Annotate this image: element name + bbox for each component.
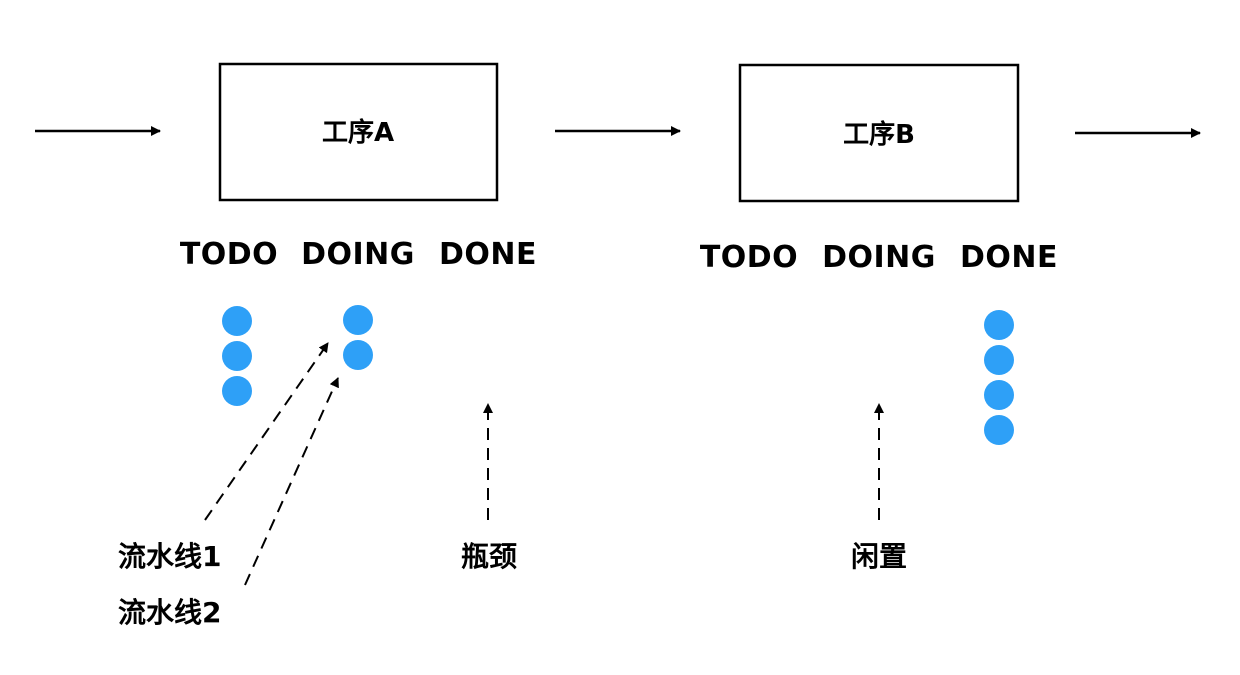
pipeline2-pointer-arrow xyxy=(244,377,339,586)
stage-a-doing-token xyxy=(343,340,373,370)
stage-a-doing-token xyxy=(343,305,373,335)
stage-b-done-tokens xyxy=(984,310,1014,445)
pipeline2-label: 流水线2 xyxy=(118,596,221,629)
stage-b-box xyxy=(738,63,1020,203)
stage-b-done-token xyxy=(984,380,1014,410)
pipeline1-label: 流水线1 xyxy=(118,540,221,573)
stage-b-done-token xyxy=(984,310,1014,340)
stage-b-doing-label: DOING xyxy=(822,240,936,275)
stage-a-title: 工序A xyxy=(322,117,394,148)
stage-b-title: 工序B xyxy=(843,119,915,150)
stage-a-todo-label: TODO xyxy=(180,237,278,272)
stage-a-done-label: DONE xyxy=(439,237,537,272)
stage-a-doing-label: DOING xyxy=(301,237,415,272)
stage-a-box xyxy=(218,62,499,202)
bottleneck-label: 瓶颈 xyxy=(461,540,517,573)
stage-a-todo-token xyxy=(222,341,252,371)
stage-a-doing-tokens xyxy=(343,305,373,370)
stage-b-done-token xyxy=(984,345,1014,375)
pipeline1-pointer-arrow xyxy=(204,342,329,521)
stage-b-done-token xyxy=(984,415,1014,445)
stage-b-done-label: DONE xyxy=(960,240,1058,275)
stage-b-todo-label: TODO xyxy=(700,240,798,275)
stage-a-todo-tokens xyxy=(222,306,252,406)
stage-a-todo-token xyxy=(222,376,252,406)
stage-a-todo-token xyxy=(222,306,252,336)
idle-label: 闲置 xyxy=(851,540,907,573)
